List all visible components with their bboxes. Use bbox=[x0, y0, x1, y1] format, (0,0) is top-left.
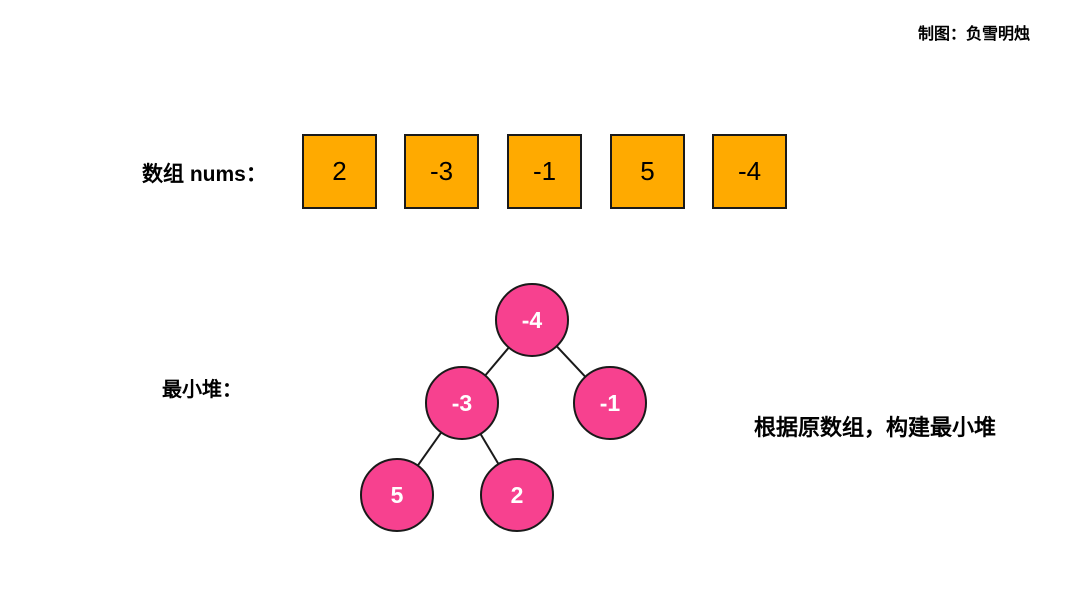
array-label: 数组 nums： bbox=[142, 163, 267, 186]
heap-node-circle bbox=[495, 283, 569, 357]
array-cell-0: 2 bbox=[302, 134, 377, 209]
heap-node-value: -4 bbox=[522, 307, 543, 333]
heap-edge-n0-n2 bbox=[555, 345, 587, 378]
heap-node-3: 5 bbox=[360, 458, 434, 532]
heap-edge-n1-n4 bbox=[479, 433, 500, 465]
heap-node-value: 2 bbox=[511, 482, 524, 508]
author-credit: 制图：负雪明烛 bbox=[917, 26, 1030, 43]
heap-node-4: 2 bbox=[480, 458, 554, 532]
heap-node-1: -3 bbox=[425, 366, 499, 440]
heap-edge-n1-n3 bbox=[416, 431, 443, 467]
heap-node-value: -1 bbox=[600, 390, 621, 416]
heap-node-0: -4 bbox=[495, 283, 569, 357]
array-cell-2: -1 bbox=[507, 134, 582, 209]
array-cell-4: -4 bbox=[712, 134, 787, 209]
heap-nodes: -4 -3 -1 5 2 bbox=[360, 283, 647, 532]
array-cell-1: -3 bbox=[404, 134, 479, 209]
heap-node-2: -1 bbox=[573, 366, 647, 440]
heap-node-circle bbox=[480, 458, 554, 532]
heap-label: 最小堆： bbox=[162, 379, 242, 401]
heap-node-circle bbox=[360, 458, 434, 532]
heap-node-value: 5 bbox=[391, 482, 404, 508]
caption: 根据原数组，构建最小堆 bbox=[754, 415, 997, 440]
heap-edge-n0-n1 bbox=[484, 346, 510, 377]
heap-node-value: -3 bbox=[452, 390, 472, 416]
array-cell-3: 5 bbox=[610, 134, 685, 209]
heap-edges bbox=[416, 345, 587, 467]
heap-node-circle bbox=[425, 366, 499, 440]
heap-node-circle bbox=[573, 366, 647, 440]
